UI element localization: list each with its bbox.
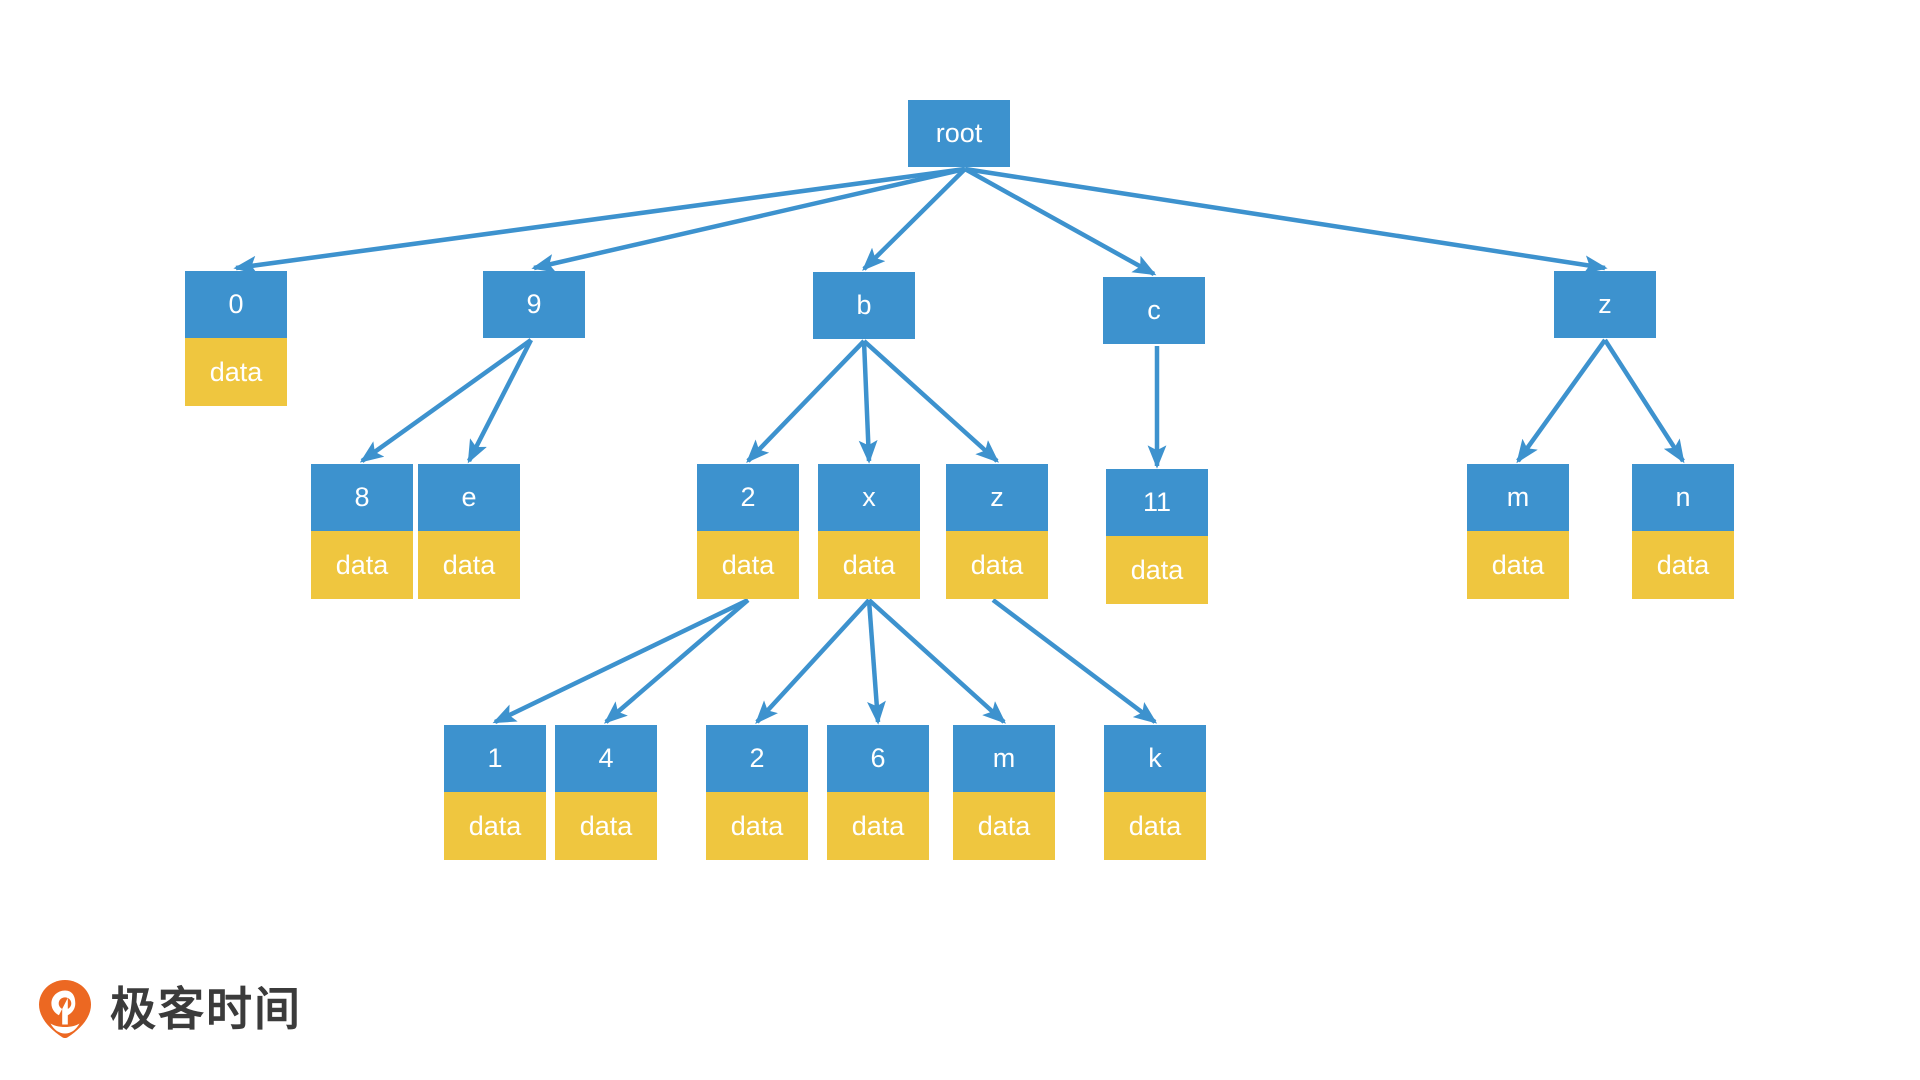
trie-edge-root-to-n-0 — [233, 166, 966, 275]
trie-node-key: m — [1467, 464, 1569, 531]
trie-node-key: 1 — [444, 725, 546, 792]
trie-edge-n-x-to-n-m2 — [867, 598, 1007, 724]
trie-node-root[interactable]: root — [908, 100, 1010, 167]
trie-node-data: data — [444, 792, 546, 860]
trie-node-key: root — [908, 100, 1010, 167]
trie-node-key: 11 — [1106, 469, 1208, 536]
trie-edge-n-b-to-n-x — [858, 340, 878, 464]
trie-edge-root-to-n-z1 — [964, 166, 1608, 275]
trie-node-key: 4 — [555, 725, 657, 792]
trie-node-key: z — [1554, 271, 1656, 338]
trie-node-key: z — [946, 464, 1048, 531]
trie-edge-root-to-n-9 — [531, 166, 966, 273]
trie-edge-n-2a-to-n-1 — [492, 597, 749, 725]
trie-node-n-c[interactable]: c — [1103, 277, 1205, 344]
trie-node-data: data — [697, 531, 799, 599]
trie-node-n-9[interactable]: 9 — [483, 271, 585, 338]
trie-node-data: data — [1632, 531, 1734, 599]
trie-node-data: data — [1106, 536, 1208, 604]
trie-node-key: 2 — [706, 725, 808, 792]
trie-node-data: data — [555, 792, 657, 860]
trie-node-key: n — [1632, 464, 1734, 531]
trie-edge-n-x-to-n-6 — [866, 599, 886, 725]
trie-node-key: 0 — [185, 271, 287, 338]
trie-node-n-b[interactable]: b — [813, 272, 915, 339]
trie-node-key: e — [418, 464, 520, 531]
trie-node-data: data — [185, 338, 287, 406]
trie-edge-n-b-to-n-z2 — [862, 339, 1000, 463]
trie-edge-n-9-to-n-e — [466, 338, 534, 464]
trie-edge-root-to-n-b — [862, 167, 967, 271]
trie-node-n-z1[interactable]: z — [1554, 271, 1656, 338]
geektime-logo: 极客时间 — [34, 978, 302, 1040]
trie-node-key: 6 — [827, 725, 929, 792]
trie-edge-n-2a-to-n-4 — [603, 598, 750, 724]
trie-node-data: data — [1104, 792, 1206, 860]
trie-edge-n-z1-to-n-m1 — [1516, 338, 1607, 464]
trie-edge-root-to-n-c — [963, 167, 1157, 276]
trie-node-key: b — [813, 272, 915, 339]
trie-node-key: 2 — [697, 464, 799, 531]
trie-edge-n-b-to-n-2a — [746, 339, 866, 463]
trie-edge-n-9-to-n-8 — [359, 338, 533, 463]
trie-node-key: k — [1104, 725, 1206, 792]
trie-edge-n-x-to-n-2b — [755, 598, 871, 724]
logo-text: 极客时间 — [110, 982, 302, 1036]
trie-node-key: m — [953, 725, 1055, 792]
trie-node-key: x — [818, 464, 920, 531]
trie-node-data: data — [1467, 531, 1569, 599]
trie-node-data: data — [946, 531, 1048, 599]
trie-node-data: data — [827, 792, 929, 860]
geektime-pin-logo — [34, 978, 96, 1040]
trie-node-data: data — [418, 531, 520, 599]
trie-node-data: data — [818, 531, 920, 599]
trie-node-key: c — [1103, 277, 1205, 344]
trie-node-key: 8 — [311, 464, 413, 531]
trie-edge-n-z2-to-n-k — [991, 598, 1158, 724]
trie-node-data: data — [311, 531, 413, 599]
trie-edge-n-z1-to-n-n — [1603, 338, 1685, 464]
trie-node-key: 9 — [483, 271, 585, 338]
trie-node-data: data — [706, 792, 808, 860]
trie-node-data: data — [953, 792, 1055, 860]
